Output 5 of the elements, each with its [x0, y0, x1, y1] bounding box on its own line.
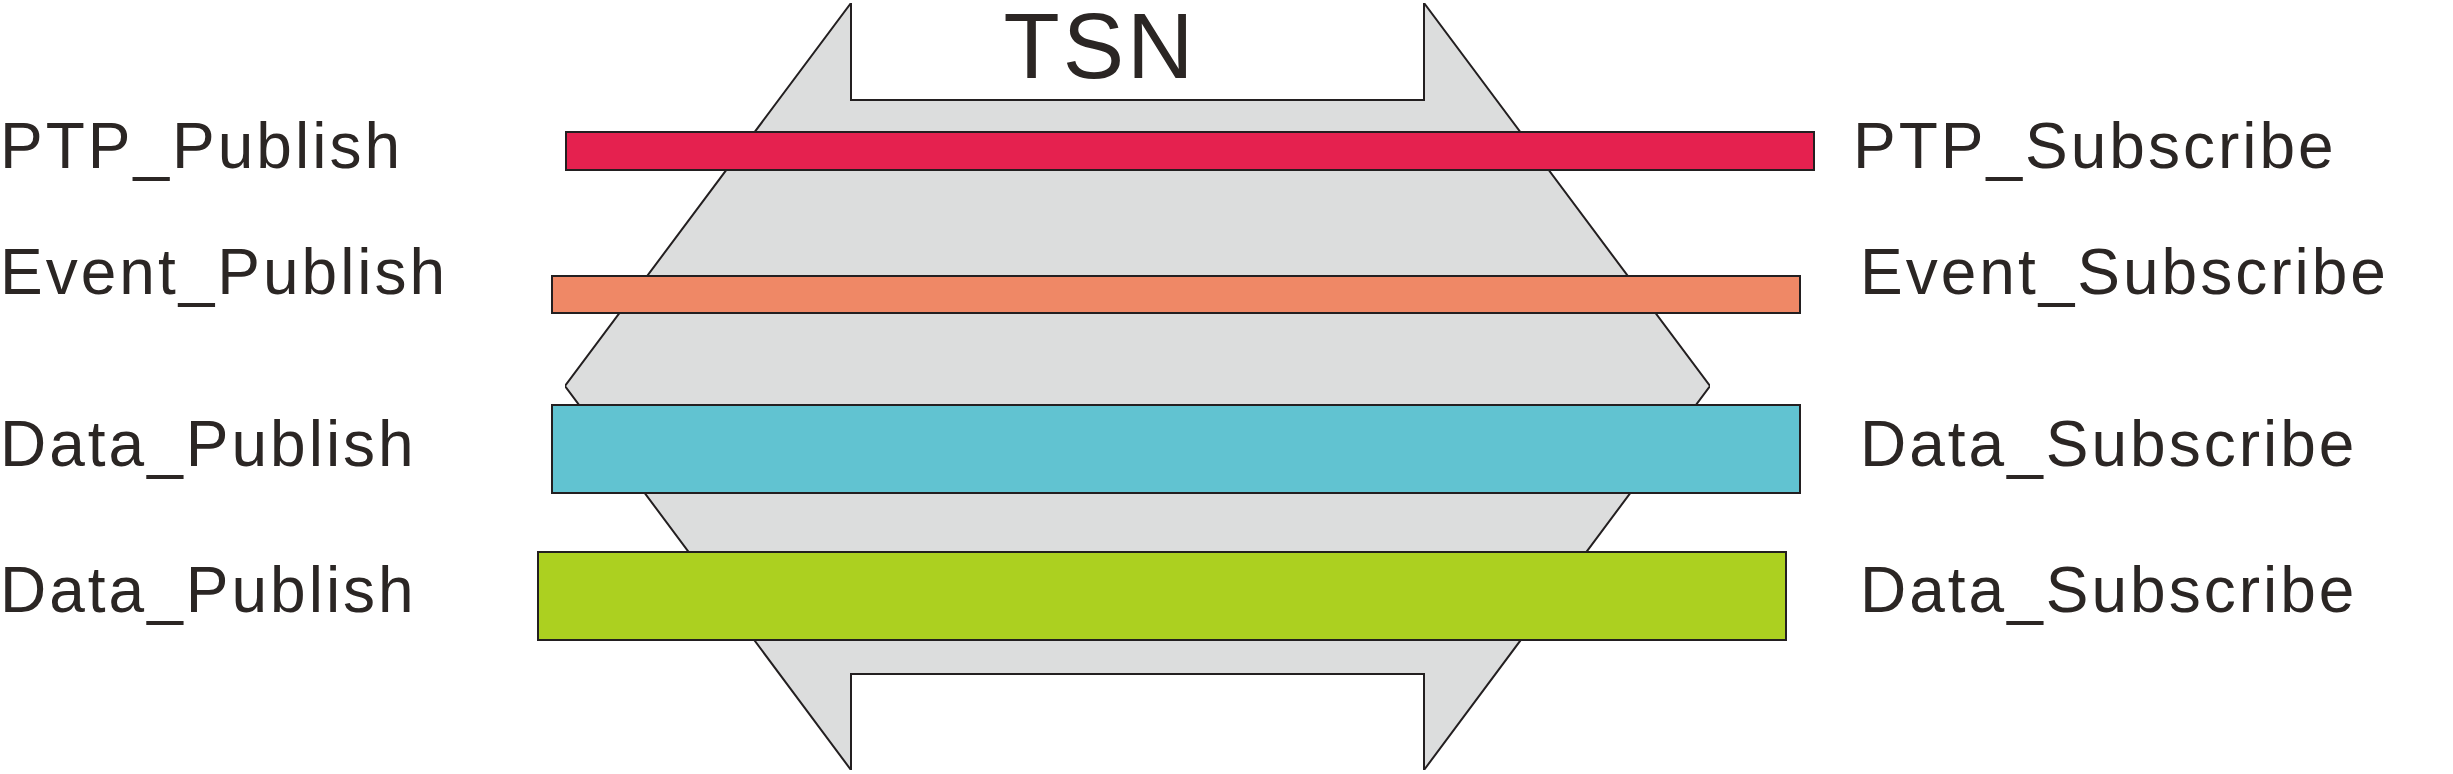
title-label: TSN — [1002, 0, 1198, 92]
bar — [551, 404, 1801, 494]
bar — [565, 131, 1815, 171]
bar — [551, 275, 1801, 314]
bar — [537, 551, 1787, 641]
